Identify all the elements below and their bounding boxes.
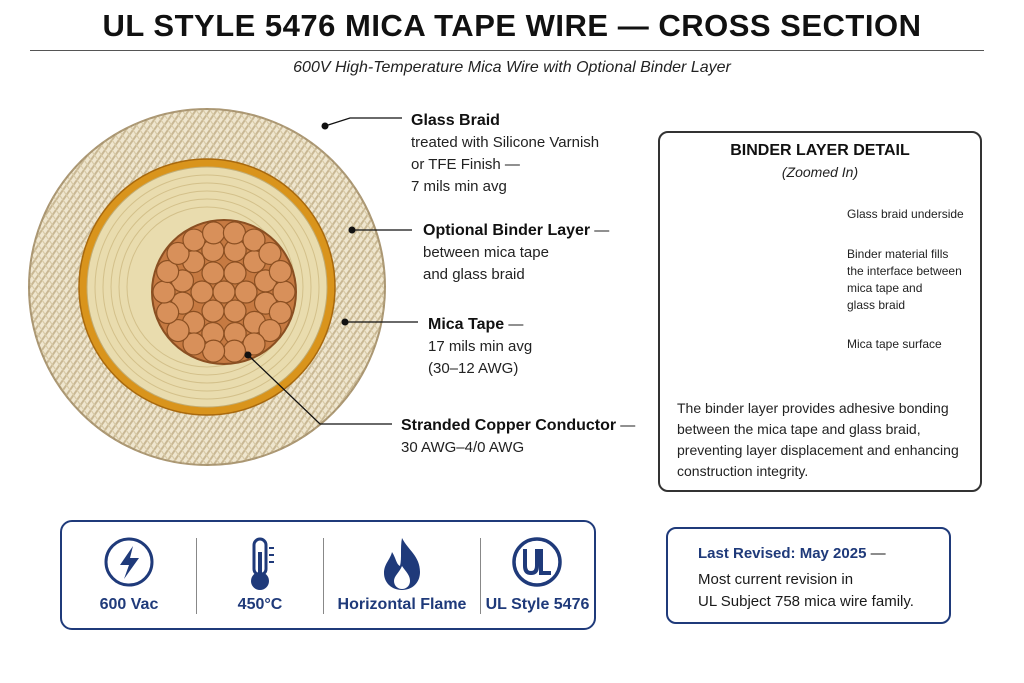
copper-strand: [166, 241, 190, 266]
spec-divider: [480, 538, 481, 614]
revision-box: Last Revised: May 2025 — Most current re…: [666, 527, 951, 624]
spec-voltage: 600 Vac: [62, 522, 196, 628]
copper-strand: [268, 300, 292, 325]
revision-heading: Last Revised: May 2025 —: [698, 545, 886, 562]
revision-text: Most current revision in UL Subject 758 …: [698, 571, 914, 610]
copper-strand: [190, 280, 214, 304]
specs-panel: 600 Vac 450°C Horizontal Flame: [60, 520, 596, 630]
thermometer-icon: [197, 536, 323, 592]
spec-divider: [196, 538, 197, 614]
title-divider: [30, 50, 984, 51]
copper-strand: [201, 261, 225, 285]
copper-strand: [234, 280, 258, 304]
lightning-bolt-icon: [62, 536, 196, 592]
binder-detail-panel: [658, 131, 982, 492]
copper-strand: [268, 259, 292, 284]
ul-mark-icon: [481, 536, 594, 592]
copper-strand: [212, 280, 236, 304]
copper-strand: [242, 228, 266, 252]
page-title: UL STYLE 5476 MICA TAPE WIRE — CROSS SEC…: [102, 8, 922, 43]
binder-layer-label: Optional Binder Layer — between mica tap…: [423, 222, 610, 283]
copper-strand: [182, 332, 206, 356]
flame-icon: [324, 536, 480, 592]
copper-strand: [201, 221, 226, 245]
conductor-label: Stranded Copper Conductor — 30 AWG–4/0 A…: [401, 417, 636, 456]
copper-strand: [258, 241, 282, 266]
detail-binder-callout: Binder material fills the interface betw…: [847, 247, 962, 312]
copper-strand: [223, 299, 247, 323]
copper-strand: [222, 221, 247, 245]
detail-subtitle: (Zoomed In): [781, 164, 859, 180]
copper-strand: [166, 318, 190, 343]
mica-tape-label: Mica Tape — 17 mils min avg (30–12 AWG): [428, 316, 533, 377]
glass-braid-label: Glass Braid treated with Silicone Varnis…: [411, 112, 600, 195]
detail-braid-callout: Glass braid underside: [847, 207, 964, 221]
copper-strand: [152, 280, 176, 304]
copper-strand: [201, 339, 226, 363]
detail-mica-callout: Mica tape surface: [847, 337, 942, 351]
detail-description: The binder layer provides adhesive bondi…: [677, 400, 959, 479]
copper-strand: [222, 339, 247, 363]
copper-strand: [201, 299, 225, 323]
spec-temperature: 450°C: [197, 522, 323, 628]
copper-strand: [223, 261, 247, 285]
spec-flame: Horizontal Flame: [324, 522, 480, 628]
spec-ul-style: UL Style 5476: [481, 522, 594, 628]
copper-strand: [272, 280, 296, 304]
copper-strand: [258, 318, 282, 343]
copper-strand: [156, 259, 180, 284]
spec-divider: [323, 538, 324, 614]
detail-title: BINDER LAYER DETAIL: [730, 142, 910, 159]
copper-strand: [156, 300, 180, 325]
copper-strands: [152, 221, 296, 363]
page-subtitle: 600V High-Temperature Mica Wire with Opt…: [293, 59, 731, 76]
copper-strand: [242, 332, 266, 356]
copper-strand: [182, 228, 206, 252]
